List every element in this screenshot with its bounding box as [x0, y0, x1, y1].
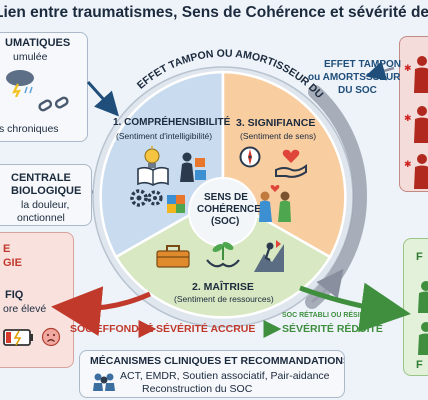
person-icon: ✱ ✱ ✱ — [404, 56, 428, 189]
group-icon — [93, 373, 115, 391]
mastery-subtitle: (Sentiment de ressources) — [174, 294, 274, 304]
toolbox-icon — [156, 245, 190, 268]
comprehension-title: 1. COMPRÉHENSIBILITÉ — [113, 117, 231, 128]
plant-in-hands-icon — [206, 242, 240, 268]
svg-text:✱: ✱ — [404, 159, 412, 169]
low-battery-icon — [3, 329, 33, 346]
gears-icon — [130, 189, 163, 207]
climber-icon — [254, 240, 284, 272]
resilience-line-1: F — [416, 251, 423, 263]
puzzle-icon — [167, 195, 185, 213]
severity-line-3: FIQ — [5, 289, 24, 301]
page-title: Lien entre traumatismes, Sens de Cohéren… — [0, 4, 428, 21]
central-line-4: onctionnel — [17, 212, 65, 224]
resilience-arrow — [299, 282, 411, 333]
severity-line-4: ore élevé — [3, 303, 47, 315]
mechanisms-panel: MÉCANISMES CLINIQUES ET RECOMMANDATIONS … — [79, 350, 345, 398]
center-line-3: (SOC) — [211, 216, 240, 227]
mechanisms-line-1: ACT, EMDR, Soutien associatif, Pair-aida… — [120, 370, 330, 382]
severity-line-2: GIE — [3, 257, 22, 269]
severity-reduced-label: SÉVÉRITÉ RÉDUITE — [282, 323, 383, 335]
traumatic-factors-panel: UMATIQUES umulée s chroniques — [0, 32, 88, 142]
central-line-3: la douleur, — [21, 199, 70, 211]
effect-line-1: EFFET TAMPON — [324, 59, 402, 70]
meaning-subtitle: (Sentiment de sens) — [240, 131, 317, 141]
two-people-heart-icon — [259, 185, 291, 222]
center-line-1: SENS DE — [204, 192, 248, 203]
right-trauma-panel: ✱ ✱ ✱ — [399, 36, 428, 192]
collapse-arrow — [51, 286, 152, 337]
central-sensitization-panel: CENTRALE BIOLOGIQUE la douleur, onctionn… — [0, 164, 92, 226]
traumatic-line-2: s chroniques — [0, 123, 59, 135]
compass-icon — [239, 146, 261, 168]
healthy-person-icon — [418, 281, 428, 355]
central-line-1: CENTRALE — [11, 172, 71, 184]
broken-chain-icon — [38, 96, 69, 112]
traumatic-line-1: umulée — [13, 51, 48, 63]
severity-increased-label: SÉVÉRITÉ ACCRUE — [156, 323, 256, 335]
soc-restored-label: SOC RÉTABLI OU RÉSILIENT — [282, 312, 380, 319]
heart-in-hand-icon — [275, 149, 307, 178]
mechanisms-title: MÉCANISMES CLINIQUES ET RECOMMANDATIONS — [90, 355, 345, 367]
severity-line-1: E — [3, 243, 11, 255]
central-line-2: BIOLOGIQUE — [11, 185, 82, 197]
svg-text:✱: ✱ — [404, 63, 412, 73]
storm-cloud-icon — [6, 70, 34, 97]
book-icon — [137, 166, 169, 186]
puzzle-person-icon — [180, 152, 206, 182]
traumatic-heading: UMATIQUES — [5, 37, 71, 49]
mechanisms-line-2: Reconstruction du SOC — [142, 383, 253, 395]
soc-collapsed-label: SOC EFFONDRÉ — [70, 323, 154, 335]
effect-line-3: DU SOC — [338, 85, 377, 96]
lightbulb-icon — [144, 146, 160, 168]
effect-line-2: ou AMORTSSSEUR — [308, 72, 401, 83]
mastery-title: 2. MAÎTRISE — [192, 281, 254, 293]
svg-text:✱: ✱ — [404, 113, 412, 123]
resilience-line-2: F — [416, 359, 423, 371]
center-line-2: COHÉRENCE — [197, 204, 261, 215]
meaning-title: 3. SIGNIFIANCE — [236, 117, 316, 129]
comprehension-subtitle: (Sentiment d'intelligibilité) — [116, 131, 213, 141]
